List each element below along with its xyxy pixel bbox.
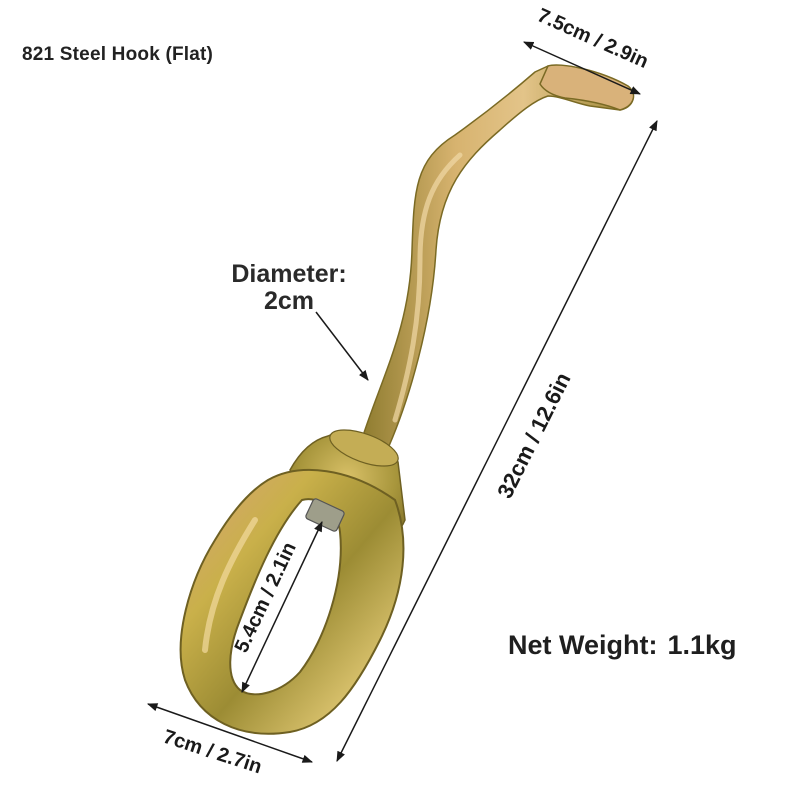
diameter-callout: Diameter: 2cm <box>214 261 364 315</box>
total-length-label: 32cm / 12.6in <box>492 368 575 502</box>
hook-width-label: 7.5cm / 2.9in <box>534 4 652 72</box>
diameter-pointer-line <box>315 311 369 381</box>
net-weight-value: 1.1kg <box>667 630 737 660</box>
diameter-value: 2cm <box>263 287 315 315</box>
net-weight-label: Net Weight: <box>508 630 658 660</box>
eye-width-label: 7cm / 2.7in <box>160 726 264 779</box>
diameter-label: Diameter: <box>231 260 347 288</box>
total-length-dimension-line <box>336 120 658 762</box>
net-weight: Net Weight: 1.1kg <box>508 630 737 661</box>
hook-width-dimension-line <box>523 41 641 95</box>
eye-length-dimension-line <box>241 521 323 693</box>
product-title: 821 Steel Hook (Flat) <box>22 44 214 65</box>
eye-width-dimension-line <box>147 703 313 763</box>
